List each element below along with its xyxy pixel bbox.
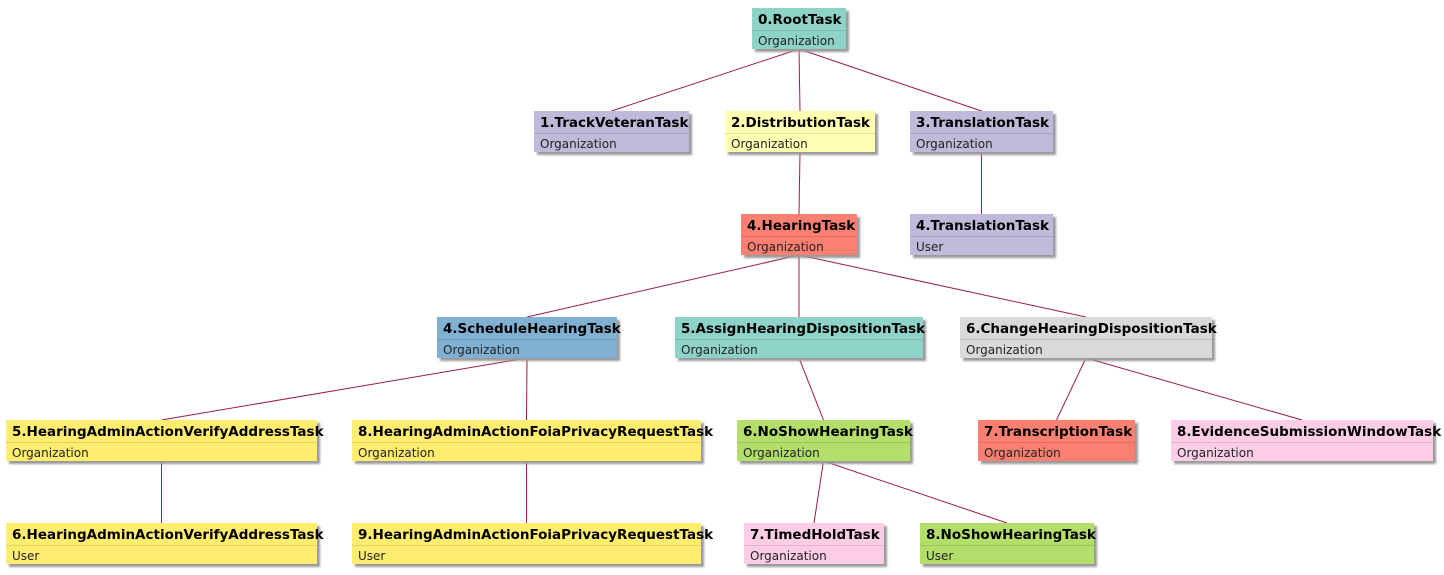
node-title: 3.TranslationTask bbox=[910, 111, 1053, 134]
node-foia-privacy-request-task-user[interactable]: 9.HearingAdminActionFoiaPrivacyRequestTa… bbox=[352, 523, 713, 564]
edge-hearing-sched bbox=[526, 254, 800, 318]
node-title: 0.RootTask bbox=[752, 8, 846, 31]
node-subtitle: Organization bbox=[758, 34, 835, 48]
node-subtitle: Organization bbox=[743, 446, 820, 460]
node-title: 7.TranscriptionTask bbox=[978, 420, 1135, 443]
edge-dist-hearing bbox=[798, 151, 801, 215]
node-title: 2.DistributionTask bbox=[725, 111, 875, 134]
edge-root-dist bbox=[798, 48, 801, 112]
node-subtitle: Organization bbox=[916, 137, 993, 151]
edge-sched-verify1 bbox=[161, 357, 528, 421]
edge-root-track bbox=[611, 48, 800, 112]
node-title: 6.NoShowHearingTask bbox=[737, 420, 913, 443]
node-title: 4.HearingTask bbox=[741, 214, 857, 237]
node-title: 5.HearingAdminActionVerifyAddressTask bbox=[6, 420, 324, 443]
node-title: 4.ScheduleHearingTask bbox=[437, 317, 621, 340]
node-title: 8.NoShowHearingTask bbox=[920, 523, 1096, 546]
node-title: 5.AssignHearingDispositionTask bbox=[675, 317, 925, 340]
node-subtitle: Organization bbox=[358, 446, 435, 460]
node-subtitle: Organization bbox=[443, 343, 520, 357]
node-title: 1.TrackVeteranTask bbox=[534, 111, 689, 134]
edge-root-trans1 bbox=[798, 48, 982, 112]
node-subtitle: Organization bbox=[540, 137, 617, 151]
node-title: 6.HearingAdminActionVerifyAddressTask bbox=[6, 523, 324, 546]
node-subtitle: Organization bbox=[1177, 446, 1254, 460]
edge-noshow1-timed bbox=[813, 460, 824, 524]
node-title: 8.HearingAdminActionFoiaPrivacyRequestTa… bbox=[352, 420, 713, 443]
edge-change-evid bbox=[1085, 357, 1303, 421]
edge-hearing-change bbox=[798, 254, 1087, 318]
node-subtitle: User bbox=[916, 240, 944, 254]
node-foia-privacy-request-task-org[interactable]: 8.HearingAdminActionFoiaPrivacyRequestTa… bbox=[352, 420, 713, 461]
node-subtitle: Organization bbox=[681, 343, 758, 357]
edge-assign-noshow1 bbox=[798, 357, 824, 421]
node-subtitle: Organization bbox=[731, 137, 808, 151]
node-subtitle: User bbox=[12, 549, 40, 563]
node-subtitle: User bbox=[926, 549, 954, 563]
node-subtitle: User bbox=[358, 549, 386, 563]
edge-sched-foia1 bbox=[526, 357, 528, 421]
node-title: 4.TranslationTask bbox=[910, 214, 1053, 237]
node-subtitle: Organization bbox=[12, 446, 89, 460]
node-subtitle: Organization bbox=[984, 446, 1061, 460]
node-title: 6.ChangeHearingDispositionTask bbox=[960, 317, 1217, 340]
node-subtitle: Organization bbox=[966, 343, 1043, 357]
node-title: 8.EvidenceSubmissionWindowTask bbox=[1171, 420, 1441, 443]
node-subtitle: Organization bbox=[747, 240, 824, 254]
node-title: 9.HearingAdminActionFoiaPrivacyRequestTa… bbox=[352, 523, 713, 546]
edge-noshow1-noshow2 bbox=[823, 460, 1008, 524]
node-subtitle: Organization bbox=[750, 549, 827, 563]
edge-change-transcr bbox=[1056, 357, 1087, 421]
node-title: 7.TimedHoldTask bbox=[744, 523, 884, 546]
